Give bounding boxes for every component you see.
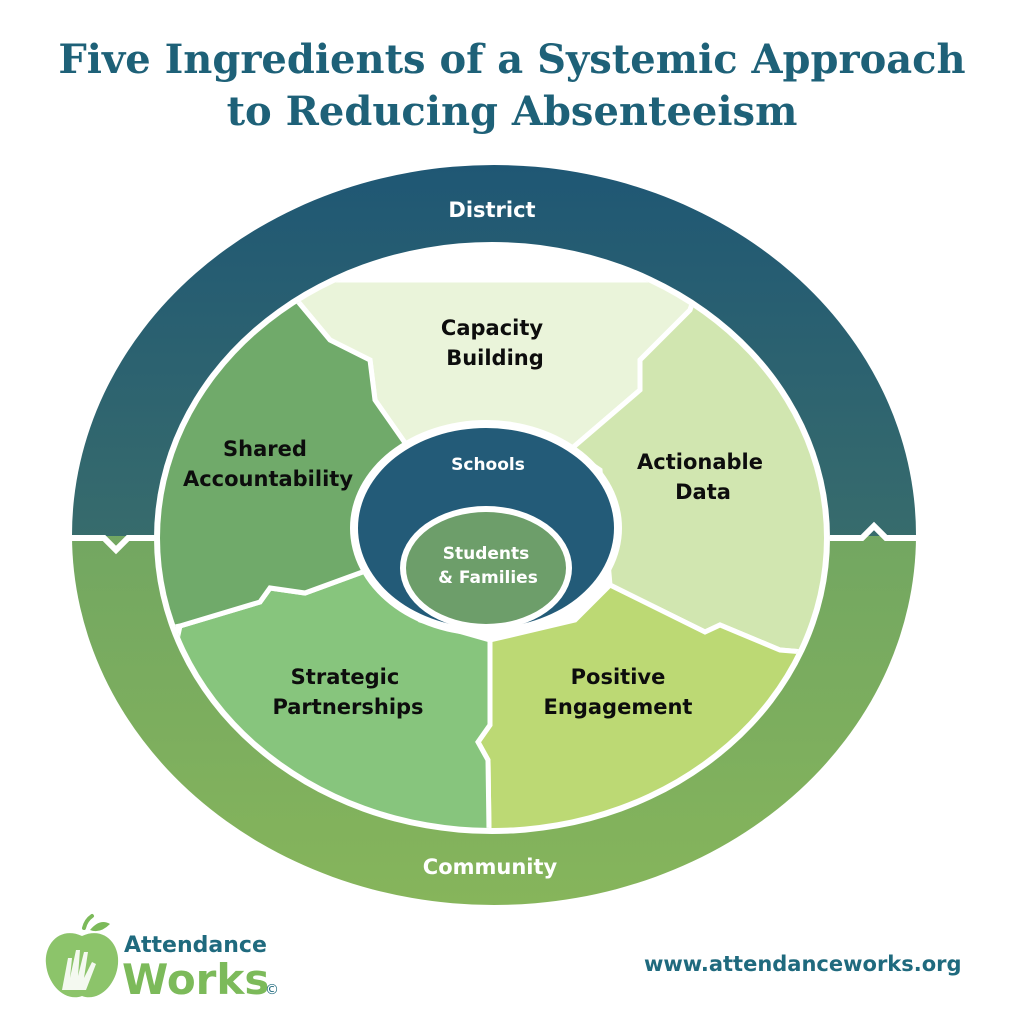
strategic-partnerships-label-2: Partnerships — [272, 695, 423, 719]
district-label: District — [448, 198, 535, 222]
families-label: & Families — [438, 568, 538, 588]
strategic-partnerships-label-1: Strategic — [291, 665, 400, 689]
actionable-data-label-1: Actionable — [637, 450, 763, 474]
title-line-2: to Reducing Absenteeism — [226, 88, 798, 135]
students-label: Students — [443, 544, 530, 564]
actionable-data-label-2: Data — [675, 480, 731, 504]
apple-hands-icon — [45, 914, 119, 998]
ring-divider-right — [830, 521, 918, 541]
positive-engagement-label-1: Positive — [571, 665, 666, 689]
community-label: Community — [423, 855, 558, 879]
copyright-mark: © — [265, 982, 279, 998]
capacity-building-label-1: Capacity — [441, 316, 543, 340]
website-url[interactable]: www.attendanceworks.org — [644, 952, 962, 976]
logo-works-text: Works — [122, 955, 270, 1004]
students-families-core — [406, 512, 566, 624]
ring-divider-left — [70, 535, 158, 555]
page-title: Five Ingredients of a Systemic Approach … — [0, 34, 1024, 138]
shared-accountability-label-2: Accountability — [183, 467, 353, 491]
logo-attendance-text: Attendance — [124, 933, 267, 958]
shared-accountability-label-1: Shared — [223, 437, 307, 461]
title-line-1: Five Ingredients of a Systemic Approach — [58, 36, 966, 83]
capacity-building-label-2: Building — [446, 346, 544, 370]
schools-label: Schools — [451, 455, 525, 475]
positive-engagement-label-2: Engagement — [544, 695, 693, 719]
